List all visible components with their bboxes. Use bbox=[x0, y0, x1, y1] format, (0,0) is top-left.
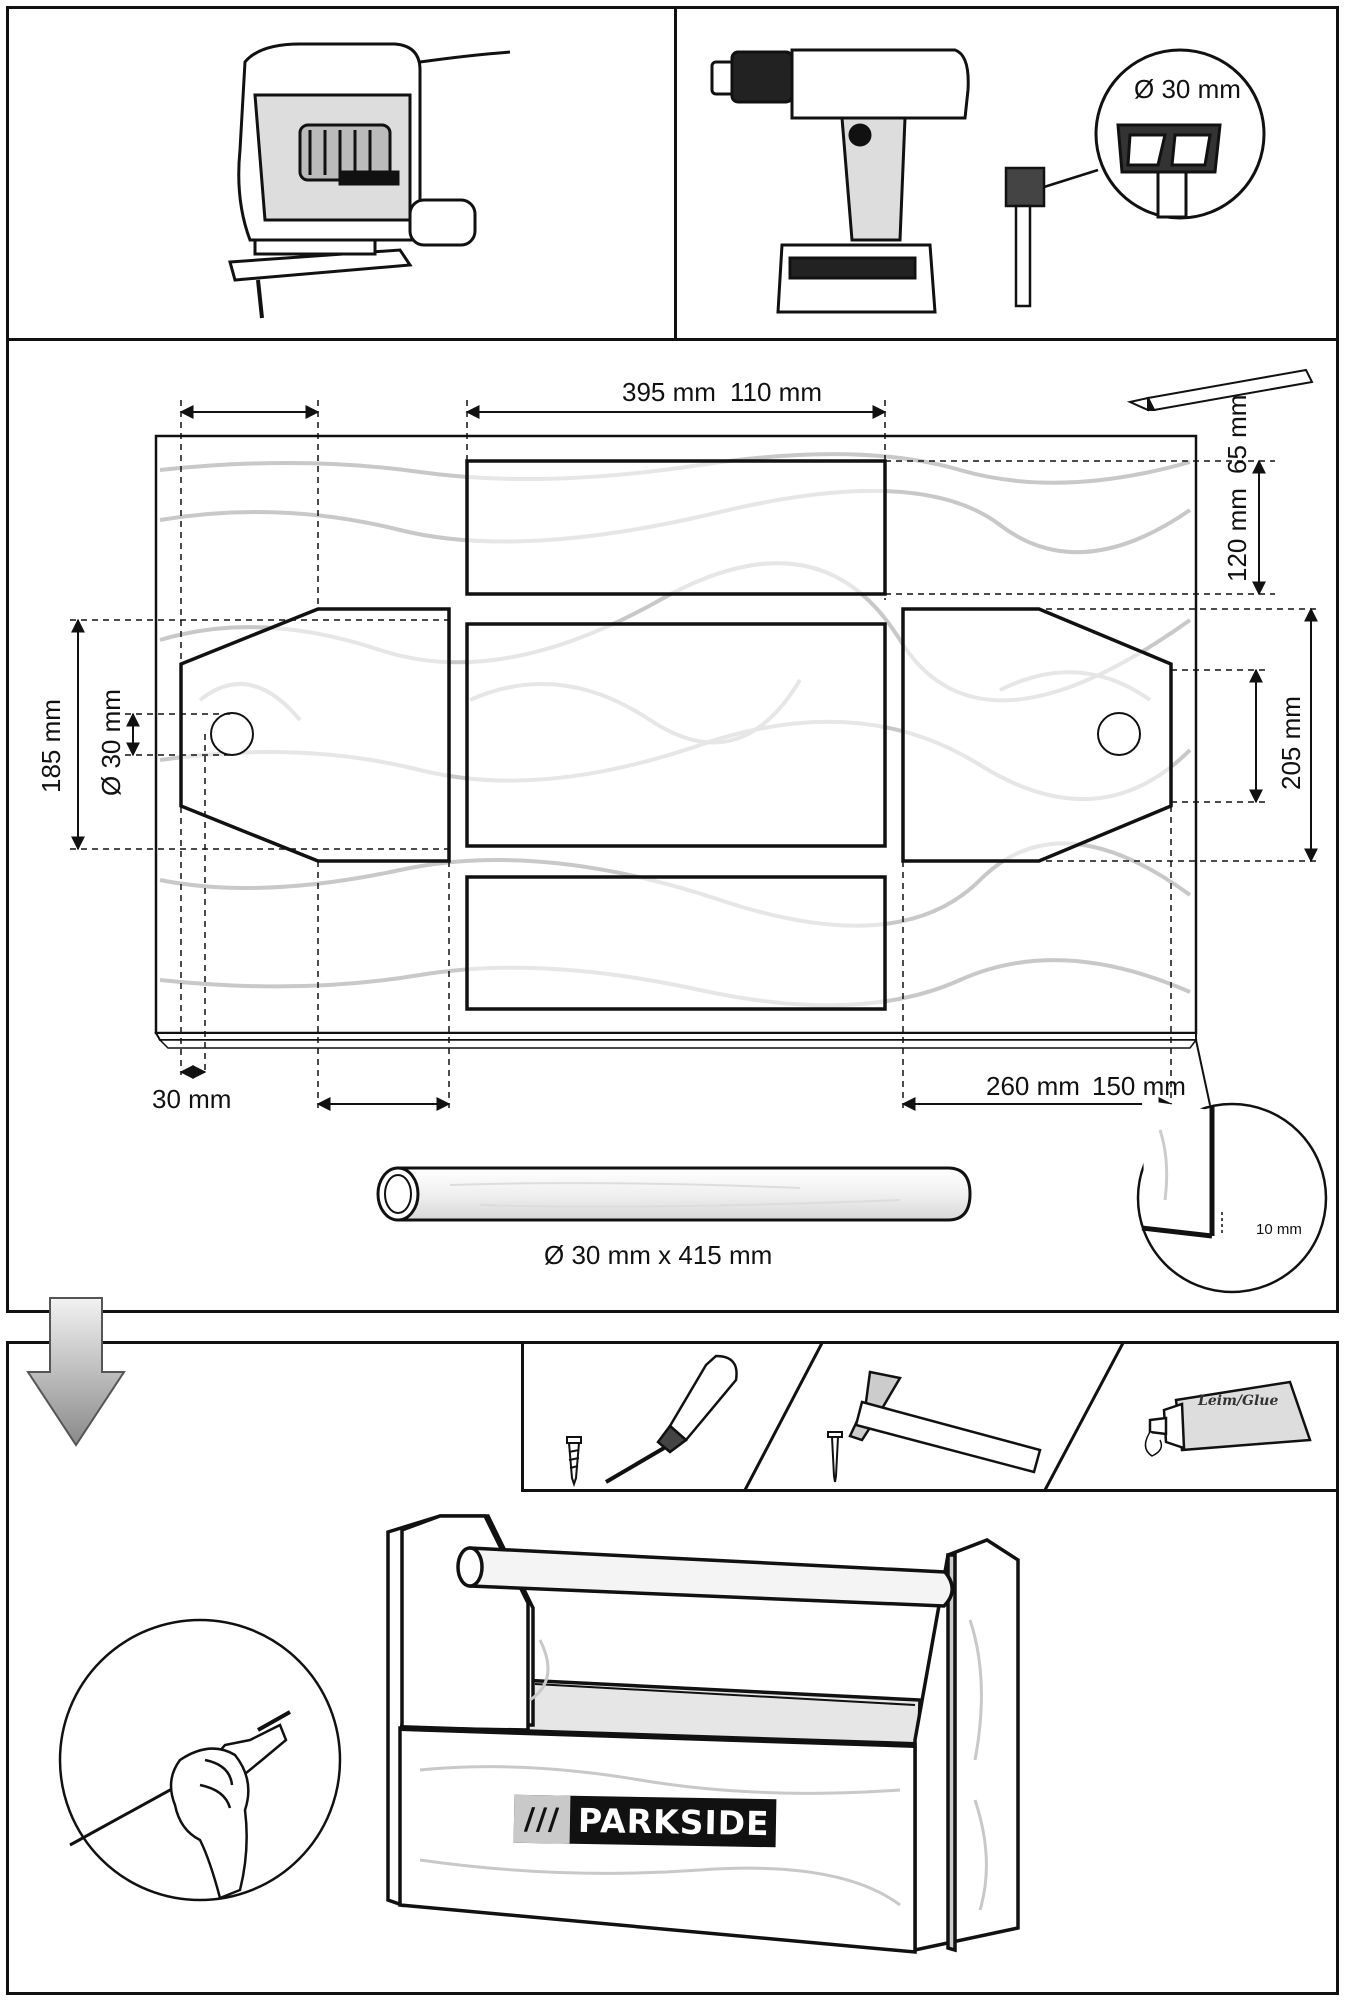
pencil-icon bbox=[1126, 368, 1314, 412]
nail-icon bbox=[827, 1431, 843, 1483]
dim-top-right: 110 mm bbox=[730, 377, 822, 407]
dim-right-65: 65 mm bbox=[1222, 394, 1252, 474]
jigsaw-icon bbox=[228, 42, 511, 319]
brand-mark: /// bbox=[513, 1794, 571, 1844]
hammer-icon bbox=[848, 1370, 1042, 1474]
screwdriver-icon bbox=[604, 1354, 738, 1484]
brand-name: PARKSIDE bbox=[577, 1800, 770, 1843]
dim-left-hole: Ø 30 mm bbox=[96, 689, 126, 796]
cordless-drill-icon bbox=[710, 48, 970, 314]
dim-bottom-30: 30 mm bbox=[152, 1084, 232, 1114]
construction-lines bbox=[70, 400, 1320, 1108]
glue-tube-icon bbox=[1144, 1380, 1312, 1457]
piece-bottom-strip bbox=[465, 875, 887, 1011]
parkside-badge: /// PARKSIDE bbox=[513, 1794, 777, 1848]
screw-icon bbox=[566, 1436, 582, 1488]
bit-detail-magnifier bbox=[1094, 48, 1266, 220]
dowel-rod-icon bbox=[376, 1166, 972, 1222]
brush-hand-icon bbox=[58, 1618, 342, 1902]
piece-top-strip bbox=[465, 459, 887, 596]
dim-bottom-260: 260 mm bbox=[986, 1071, 1080, 1101]
thickness-detail-magnifier bbox=[1136, 1039, 1328, 1294]
dim-right-120: 120 mm bbox=[1222, 488, 1252, 582]
toolbox-illustration bbox=[386, 1514, 1020, 1954]
dim-bottom-150: 150 mm bbox=[1092, 1071, 1186, 1101]
cut-pieces bbox=[179, 459, 1173, 1011]
dim-top-center: 395 mm bbox=[622, 377, 716, 407]
dim-thickness: 10 mm bbox=[1256, 1221, 1302, 1238]
dim-right-205: 205 mm bbox=[1276, 696, 1306, 790]
glue-tube-label: Leim/Glue bbox=[1198, 1393, 1279, 1409]
dimension-arrows bbox=[71, 405, 1318, 1111]
forstner-bit-icon bbox=[1004, 166, 1099, 308]
dowel-label: Ø 30 mm x 415 mm bbox=[544, 1240, 773, 1270]
handle-holes bbox=[210, 712, 1141, 756]
dim-left-185: 185 mm bbox=[36, 699, 66, 793]
bit-diameter-label: Ø 30 mm bbox=[1134, 74, 1241, 104]
piece-center-panel bbox=[465, 622, 887, 848]
tool-strip-dividers bbox=[743, 1342, 1125, 1491]
down-arrow-icon bbox=[26, 1297, 126, 1447]
